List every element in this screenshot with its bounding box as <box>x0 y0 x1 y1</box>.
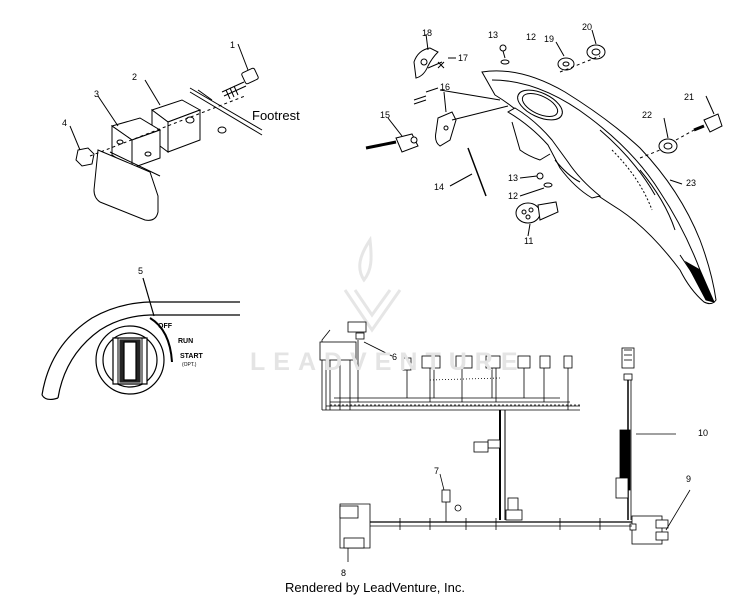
callout-8: 8 <box>341 568 346 578</box>
watermark-wordmark: LEADVENTURE <box>250 348 526 376</box>
heel-pad <box>93 149 161 221</box>
footrest-assembly <box>69 43 263 221</box>
callout-18: 18 <box>422 28 432 38</box>
callout-10: 10 <box>698 428 708 438</box>
callout-7: 7 <box>434 466 439 476</box>
callout-1: 1 <box>230 40 235 50</box>
callout-11: 11 <box>524 236 533 246</box>
callout-19: 19 <box>544 34 554 44</box>
bolt-part-1 <box>221 43 259 100</box>
callout-13-bottom: 13 <box>508 173 518 183</box>
callout-16: 16 <box>440 82 450 92</box>
handlebar-pod-assembly <box>365 29 723 305</box>
switch-start-sub-label: (OPT.) <box>182 362 197 368</box>
ignition-switch-part-11 <box>515 201 559 237</box>
callout-2: 2 <box>132 72 137 82</box>
callout-13-top: 13 <box>488 30 498 40</box>
connector-cluster-top-left <box>319 321 367 410</box>
bracket-part-16 <box>435 91 457 147</box>
connector-part-9 <box>629 489 691 545</box>
connector-part-7 <box>439 473 462 522</box>
key-part-21 <box>693 95 723 133</box>
callout-21: 21 <box>684 92 694 102</box>
callout-4: 4 <box>62 118 67 128</box>
connector-part-8 <box>339 503 386 562</box>
callout-23: 23 <box>686 178 696 188</box>
callout-14: 14 <box>434 182 444 192</box>
callout-17: 17 <box>458 53 468 63</box>
callout-22: 22 <box>642 110 652 120</box>
callout-12-top: 12 <box>526 32 536 42</box>
connector-stubs <box>402 355 573 371</box>
callout-3: 3 <box>94 89 99 99</box>
callout-9: 9 <box>686 474 691 484</box>
callout-5: 5 <box>138 266 143 276</box>
wiring-harness <box>319 321 691 562</box>
connector-part-15 <box>365 117 419 153</box>
callout-20: 20 <box>582 22 592 32</box>
footer-credit: Rendered by LeadVenture, Inc. <box>285 580 465 595</box>
ignition-switch-panel <box>41 277 240 401</box>
switch-off-label: OFF <box>158 323 173 330</box>
nut-part-4 <box>69 125 95 167</box>
callout-6: 6 <box>392 352 397 362</box>
switch-start-label: START <box>180 353 204 360</box>
bracket-part-18 <box>413 33 439 79</box>
footrest-label: Footrest <box>252 108 300 123</box>
watermark-logo-icon <box>343 235 402 333</box>
switch-run-label: RUN <box>178 338 193 345</box>
callout-15: 15 <box>380 110 390 120</box>
callout-12-bottom: 12 <box>508 191 518 201</box>
